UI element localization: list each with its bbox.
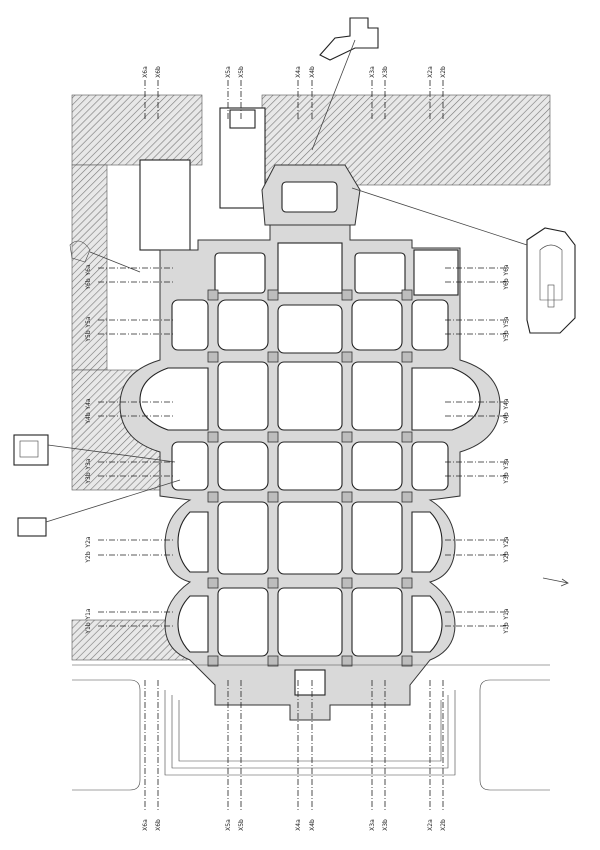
- pier: [267, 655, 279, 667]
- axis-label-bottom: X2a: [427, 819, 434, 831]
- pier: [207, 351, 219, 363]
- pier: [401, 655, 413, 667]
- forecourt: [72, 664, 550, 791]
- axis-label-right: Y1a: [503, 608, 510, 620]
- axis-label-left: Y2a: [85, 536, 92, 548]
- axis-label-left: Y3a: [85, 458, 92, 470]
- axis-label-left: Y3b: [85, 472, 92, 484]
- adjacent-buildings: [71, 94, 551, 661]
- pier: [401, 289, 413, 301]
- pier: [401, 491, 413, 503]
- pier: [207, 289, 219, 301]
- axis-label-right: Y1b: [503, 622, 510, 634]
- axis-label-right: Y2b: [503, 551, 510, 563]
- pier: [207, 431, 219, 443]
- pier: [401, 431, 413, 443]
- pier: [267, 351, 279, 363]
- axis-label-left: Y2b: [85, 551, 92, 563]
- axis-label-left: Y4b: [85, 412, 92, 424]
- pier: [267, 491, 279, 503]
- pier: [267, 577, 279, 589]
- axis-label-bottom: X3b: [382, 819, 389, 831]
- pier: [401, 351, 413, 363]
- axis-label-left: Y6a: [85, 264, 92, 276]
- axis-label-right: Y2a: [503, 536, 510, 548]
- axis-label-right: Y4b: [503, 412, 510, 424]
- pier: [267, 289, 279, 301]
- pier: [207, 491, 219, 503]
- axis-label-left: Y5b: [85, 330, 92, 342]
- axis-label-right: Y3b: [503, 472, 510, 484]
- axis-label-top: X3a: [369, 66, 376, 78]
- axis-label-top: X5a: [225, 66, 232, 78]
- pier: [401, 577, 413, 589]
- axis-label-right: Y5b: [503, 330, 510, 342]
- axis-label-left: Y1b: [85, 622, 92, 634]
- axis-label-bottom: X6b: [155, 819, 162, 831]
- axis-label-bottom: X2b: [440, 819, 447, 831]
- axis-label-right: Y5a: [503, 316, 510, 328]
- axis-label-left: Y6b: [85, 278, 92, 290]
- axis-label-top: X6b: [155, 66, 162, 78]
- axis-label-top: X3b: [382, 66, 389, 78]
- nave-bays: [139, 181, 481, 657]
- axis-label-top: X6a: [142, 66, 149, 78]
- pier: [341, 431, 353, 443]
- north-arrow-icon: [542, 577, 569, 587]
- axis-label-bottom: X6a: [142, 819, 149, 831]
- axis-label-left: Y5a: [85, 316, 92, 328]
- detail-callouts: [13, 17, 576, 537]
- axis-label-right: Y4a: [503, 398, 510, 410]
- axis-label-bottom: X5a: [225, 819, 232, 831]
- pier: [341, 351, 353, 363]
- pier: [341, 655, 353, 667]
- pier: [267, 431, 279, 443]
- axis-label-top: X2b: [440, 66, 447, 78]
- pier: [341, 289, 353, 301]
- pier-columns: [207, 289, 413, 667]
- pier: [341, 577, 353, 589]
- pier: [341, 491, 353, 503]
- axis-label-right: Y3a: [503, 458, 510, 470]
- axis-label-bottom: X5b: [238, 819, 245, 831]
- axis-label-top: X4b: [309, 66, 316, 78]
- axis-label-top: X4a: [295, 66, 302, 78]
- axis-label-bottom: X4a: [295, 819, 302, 831]
- axis-label-bottom: X4b: [309, 819, 316, 831]
- axis-label-top: X5b: [238, 66, 245, 78]
- axis-label-left: Y1a: [85, 608, 92, 620]
- pier: [207, 577, 219, 589]
- axis-label-right: Y6a: [503, 264, 510, 276]
- axis-label-top: X2a: [427, 66, 434, 78]
- axis-label-left: Y4a: [85, 398, 92, 410]
- axis-label-bottom: X3a: [369, 819, 376, 831]
- pier: [207, 655, 219, 667]
- axis-label-right: Y6b: [503, 278, 510, 290]
